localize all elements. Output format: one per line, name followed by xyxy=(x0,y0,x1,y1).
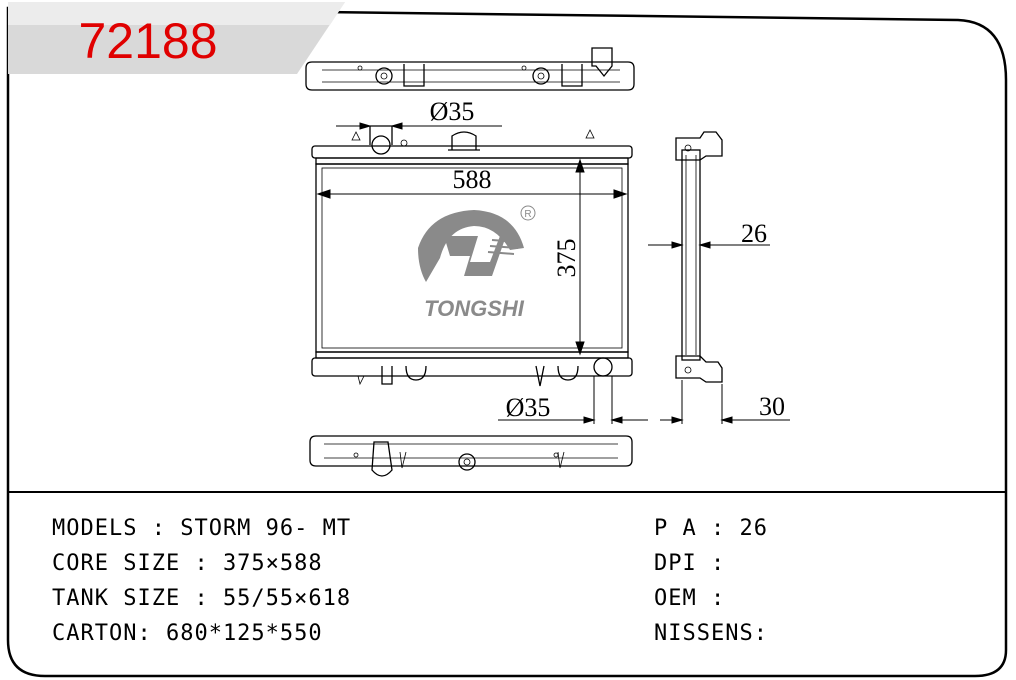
dim-core-height: 375 xyxy=(552,239,581,278)
dim-inlet-diameter: Ø35 xyxy=(430,97,475,126)
spec-models: MODELS : STORM 96- MT xyxy=(52,516,352,541)
part-number-banner-highlight xyxy=(8,2,345,25)
spec-tank-size: TANK SIZE : 55/55×618 xyxy=(52,586,352,611)
outer-frame xyxy=(6,6,1008,678)
spec-oem: OEM : xyxy=(654,586,726,611)
brand-name: TONGSHI xyxy=(424,296,525,321)
spec-dpi: DPI : xyxy=(654,551,726,576)
bottom-tank-view xyxy=(309,435,633,477)
radiator-front-view xyxy=(311,125,633,387)
spec-core-size: CORE SIZE : 375×588 xyxy=(52,551,323,576)
spec-carton: CARTON: 680*125*550 xyxy=(52,621,323,646)
spec-pa: P A : 26 xyxy=(654,516,768,541)
top-tank-view xyxy=(305,47,635,91)
dim-tank-thickness: 30 xyxy=(759,392,785,421)
spec-nissens: NISSENS: xyxy=(654,621,768,646)
tongshi-logo: R TONGSHI xyxy=(418,205,536,321)
dim-core-width: 588 xyxy=(453,165,492,194)
dim-core-thickness: 26 xyxy=(741,219,767,248)
radiator-side-view xyxy=(675,131,723,383)
part-number: 72188 xyxy=(78,13,217,69)
registered-mark: R xyxy=(524,209,531,220)
dimension-lines xyxy=(316,122,790,424)
dim-outlet-diameter: Ø35 xyxy=(506,393,551,422)
